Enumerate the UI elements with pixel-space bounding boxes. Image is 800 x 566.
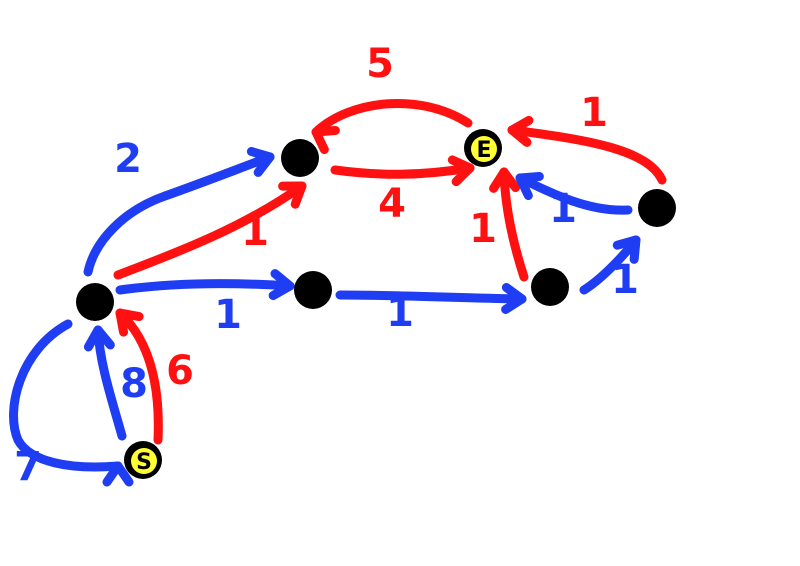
edge-A-C-blue: 1	[115, 269, 295, 338]
edge-weight-label: 7	[14, 444, 42, 490]
edge-line	[335, 290, 527, 304]
edge-weight-label: 1	[611, 257, 639, 303]
edge-weight-label: 6	[166, 348, 194, 394]
node-highlight	[471, 136, 497, 162]
edge-line	[93, 325, 127, 441]
edge-weight-label: 8	[120, 361, 148, 407]
edge-A-B-red: 1	[113, 181, 307, 280]
arrowhead	[612, 235, 641, 264]
edge-weight-label: 1	[241, 209, 269, 255]
edge-line	[9, 319, 123, 472]
edge-F-E-blue: 1	[515, 171, 633, 232]
edge-weight-label: 4	[378, 181, 406, 227]
edge-weight-label: 1	[214, 292, 242, 338]
arrowhead	[311, 125, 340, 155]
arrowhead	[489, 167, 521, 193]
node-circle	[281, 139, 319, 177]
edge-line	[83, 152, 275, 277]
node-highlight	[131, 448, 157, 474]
arrowhead	[447, 155, 475, 187]
edge-line	[330, 163, 475, 179]
arrowhead	[102, 461, 134, 487]
edge-line	[113, 181, 307, 280]
node-circle	[294, 271, 332, 309]
node-D	[531, 268, 569, 306]
edge-S-A-blue: 8	[83, 325, 148, 441]
nodes-layer: SE	[76, 129, 676, 479]
edge-C-D-blue: 1	[335, 282, 527, 336]
arrowhead	[501, 282, 527, 314]
node-A	[76, 283, 114, 321]
edge-line	[115, 308, 163, 445]
arrowhead	[268, 269, 295, 301]
edge-A-S-blue: 7	[9, 319, 134, 490]
arrowhead	[515, 171, 544, 201]
edge-weight-label: 2	[114, 136, 142, 182]
node-circle	[76, 283, 114, 321]
node-B	[281, 139, 319, 177]
node-circle	[638, 189, 676, 227]
node-S: S	[124, 441, 162, 479]
edge-weight-label: 1	[580, 90, 608, 136]
edge-B-E-red: 4	[330, 155, 475, 227]
edge-weight-label: 1	[469, 206, 497, 252]
node-E: E	[464, 129, 502, 167]
arrowhead	[115, 308, 144, 337]
node-label: E	[476, 138, 491, 163]
edge-weight-label: 1	[386, 290, 414, 336]
edge-A-B-blue: 2	[83, 136, 275, 277]
edge-line	[499, 167, 529, 282]
edge-D-E-red: 1	[469, 167, 529, 282]
arrowhead	[246, 146, 275, 177]
edge-line	[515, 173, 633, 215]
node-label: S	[136, 450, 152, 475]
edge-line	[507, 125, 667, 185]
node-circle	[531, 268, 569, 306]
arrowhead	[507, 115, 534, 147]
arrowhead	[83, 325, 115, 352]
node-C	[294, 271, 332, 309]
node-F	[638, 189, 676, 227]
edge-weight-label: 1	[549, 186, 577, 232]
edge-weight-label: 5	[366, 41, 394, 87]
arrowhead	[278, 181, 307, 209]
edge-D-F-blue: 1	[579, 235, 641, 303]
edge-line	[311, 98, 473, 137]
edge-E-B-red: 5	[311, 41, 473, 155]
edge-F-E-red: 1	[507, 90, 667, 185]
edge-S-A-red: 6	[115, 308, 194, 445]
edge-line	[115, 279, 295, 295]
